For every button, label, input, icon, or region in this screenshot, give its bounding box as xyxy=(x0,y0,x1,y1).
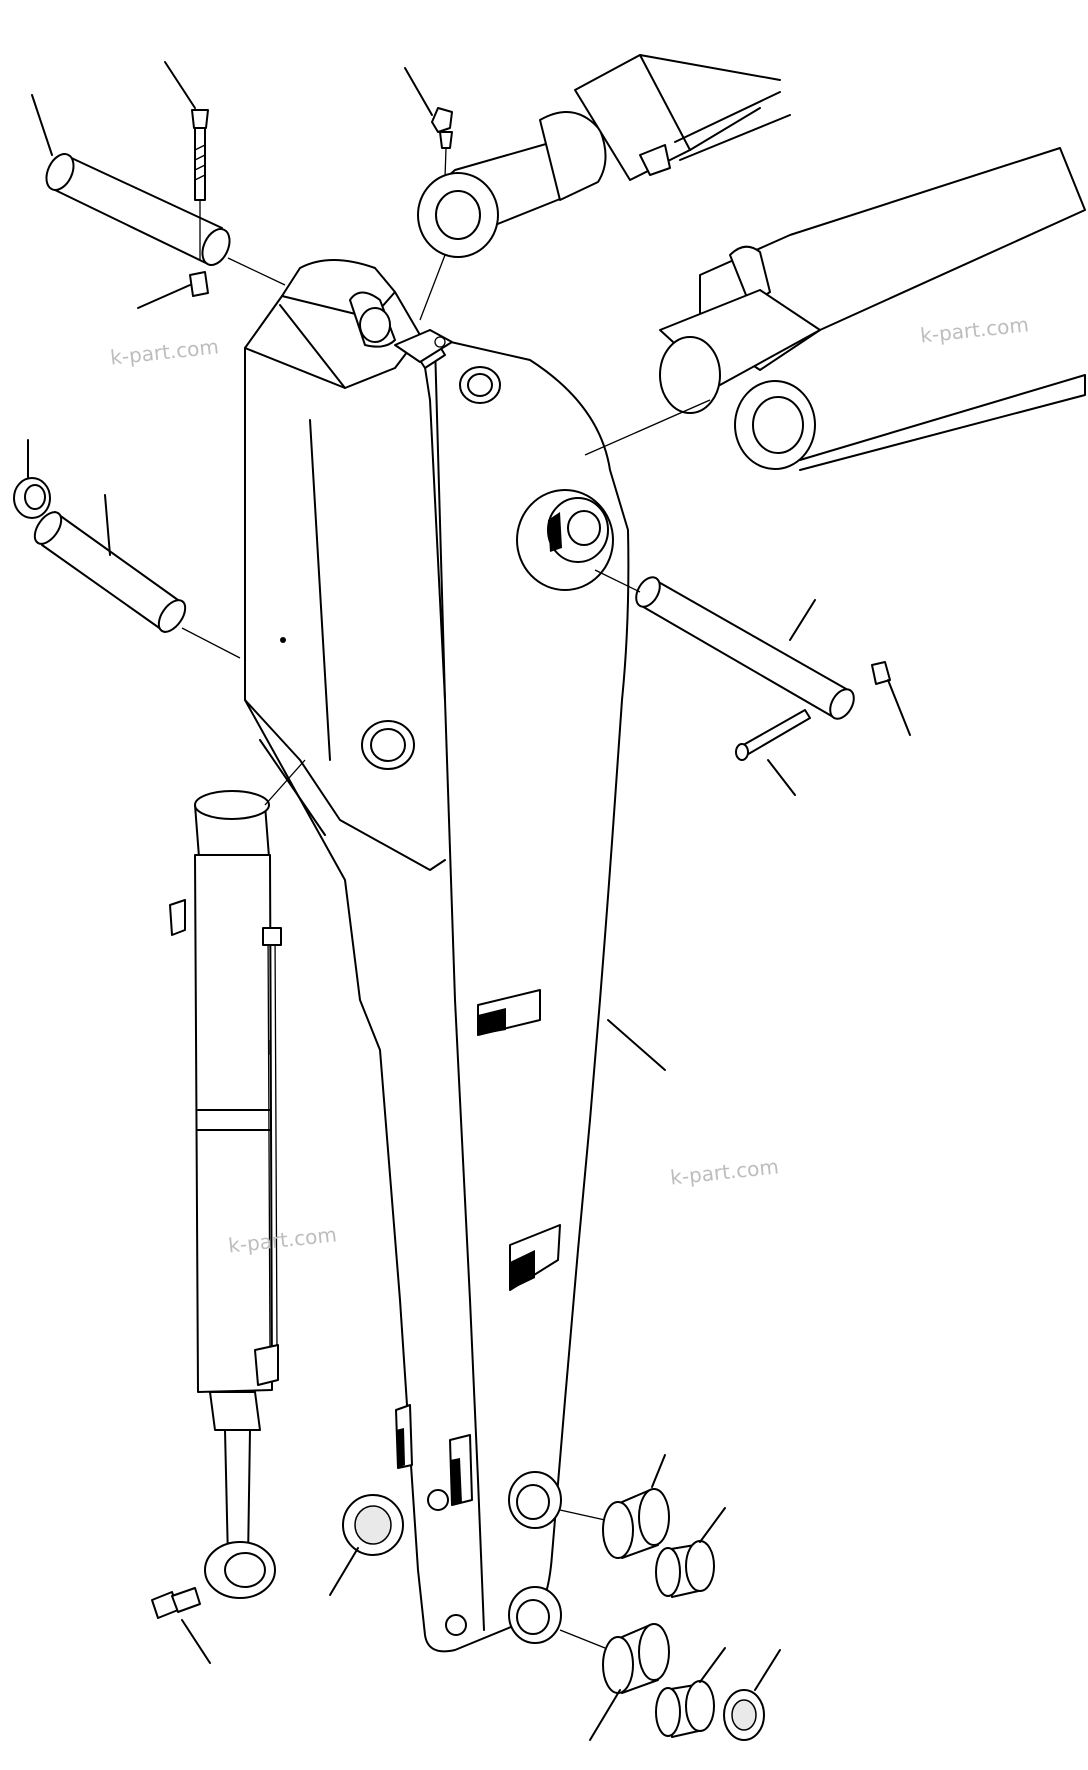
boom-cylinder xyxy=(417,54,791,321)
top-bracket xyxy=(349,291,453,369)
grease-fitting-top xyxy=(404,67,453,179)
left-pin xyxy=(13,439,241,659)
bucket-cylinder xyxy=(151,759,306,1664)
top-pin xyxy=(31,94,286,286)
arm-leader-line xyxy=(607,1019,666,1071)
right-pin xyxy=(594,569,911,796)
boom-end xyxy=(584,147,1086,471)
arm-body xyxy=(244,259,630,1653)
lower-parts xyxy=(329,1454,781,1741)
top-nut xyxy=(137,271,209,309)
top-bolt xyxy=(164,61,209,260)
